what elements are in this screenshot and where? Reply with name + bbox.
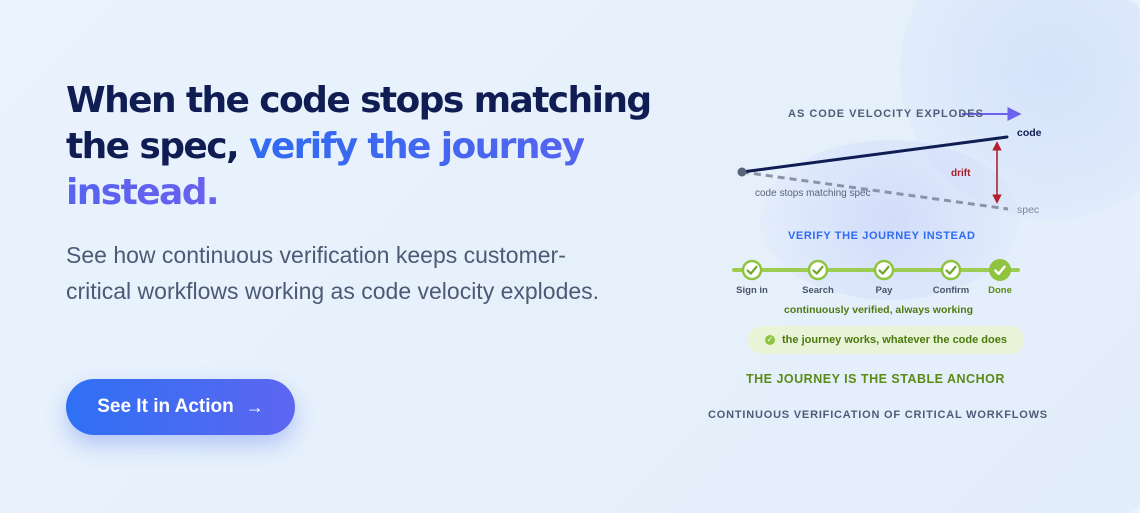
step-label-done: Done: [988, 285, 1012, 296]
subheadline: See how continuous verification keeps cu…: [66, 242, 600, 304]
step-node-search: [807, 259, 829, 281]
stable-anchor-title: THE JOURNEY IS THE STABLE ANCHOR: [746, 372, 1005, 386]
headline-text: When the code stops matching the spec,: [66, 80, 652, 167]
headline-highlight: verify the journey instead.: [66, 126, 585, 213]
spec-label: spec: [1017, 204, 1040, 216]
velocity-title: AS CODE VELOCITY EXPLODES: [788, 108, 984, 120]
pill-label: the journey works, whatever the code doe…: [782, 334, 1007, 346]
spec-line: [741, 170, 1009, 211]
continuously-verified-label: continuously verified, always working: [784, 304, 974, 316]
check-circle-icon: ✓: [765, 335, 776, 345]
see-it-in-action-button[interactable]: See It in Action →: [66, 379, 295, 435]
origin-point: [737, 167, 747, 177]
headline: When the code stops matching the spec, v…: [66, 78, 666, 216]
check-icon: [812, 265, 824, 275]
step-node-done: [989, 259, 1011, 281]
check-icon: [994, 265, 1006, 275]
journey-diagram: AS CODE VELOCITY EXPLODES code spec drif…: [700, 100, 1060, 440]
stops-matching-label: code stops matching spec: [755, 188, 871, 199]
check-icon: [945, 265, 957, 275]
arrow-right-icon: →: [245, 396, 264, 417]
step-label-pay: Pay: [875, 285, 893, 296]
cta-label: See It in Action: [97, 396, 234, 417]
step-label-confirm: Confirm: [932, 285, 970, 296]
step-node-confirm: [940, 259, 962, 281]
step-node-sign-in: [741, 259, 763, 281]
step-node-pay: [873, 259, 895, 281]
check-icon: [878, 265, 890, 275]
step-label-sign-in: Sign in: [736, 285, 768, 296]
code-label: code: [1017, 127, 1042, 139]
journey-works-pill: ✓ the journey works, whatever the code d…: [748, 326, 1024, 354]
check-icon: [746, 265, 758, 275]
continuous-verification-title: CONTINUOUS VERIFICATION OF CRITICAL WORK…: [708, 409, 1048, 421]
diagram-graphics: [732, 107, 1022, 281]
code-line: [740, 135, 1009, 174]
drift-label: drift: [951, 168, 971, 179]
step-label-search: Search: [802, 285, 834, 296]
verify-journey-title: VERIFY THE JOURNEY INSTEAD: [788, 230, 976, 242]
